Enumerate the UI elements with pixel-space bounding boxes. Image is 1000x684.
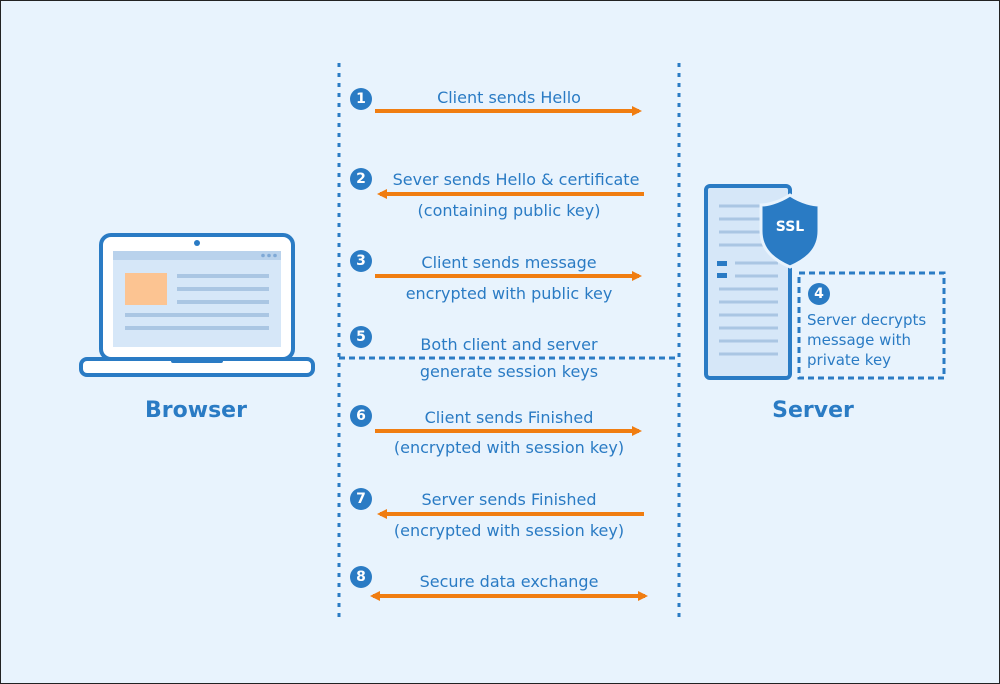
server-note-box — [797, 271, 946, 380]
step-5-sublabel: generate session keys — [419, 362, 599, 381]
laptop-icon — [79, 233, 315, 377]
step-3-label: Client sends message — [421, 253, 597, 272]
ssl-badge-text: SSL — [775, 219, 805, 235]
step-5-label: Both client and server — [420, 335, 598, 354]
server-note-line-2: message with — [807, 331, 912, 349]
step-8-label: Secure data exchange — [419, 572, 599, 591]
step-8-number: 8 — [350, 566, 372, 588]
step-7-sublabel: (encrypted with session key) — [393, 521, 625, 540]
step-3-sublabel: encrypted with public key — [405, 284, 613, 303]
server-note-line-1: Server decrypts — [807, 311, 927, 329]
server-note-line-3: private key — [807, 351, 892, 369]
step-2-sublabel: (containing public key) — [417, 201, 601, 220]
step-4-number: 4 — [808, 283, 830, 305]
step-2-number: 2 — [350, 168, 372, 190]
ssl-shield-icon — [759, 193, 821, 269]
step-7-label: Server sends Finished — [421, 490, 597, 509]
step-3-number: 3 — [350, 250, 372, 272]
step-2-label: Sever sends Hello & certificate — [392, 170, 640, 189]
step-1-label: Client sends Hello — [437, 88, 581, 107]
step-7-number: 7 — [350, 488, 372, 510]
step-6-sublabel: (encrypted with session key) — [393, 438, 625, 457]
step-1-number: 1 — [350, 88, 372, 110]
step-6-number: 6 — [350, 405, 372, 427]
server-title: Server — [772, 398, 854, 423]
browser-title: Browser — [145, 398, 247, 423]
step-5-number: 5 — [350, 326, 372, 348]
step-6-label: Client sends Finished — [424, 408, 594, 427]
